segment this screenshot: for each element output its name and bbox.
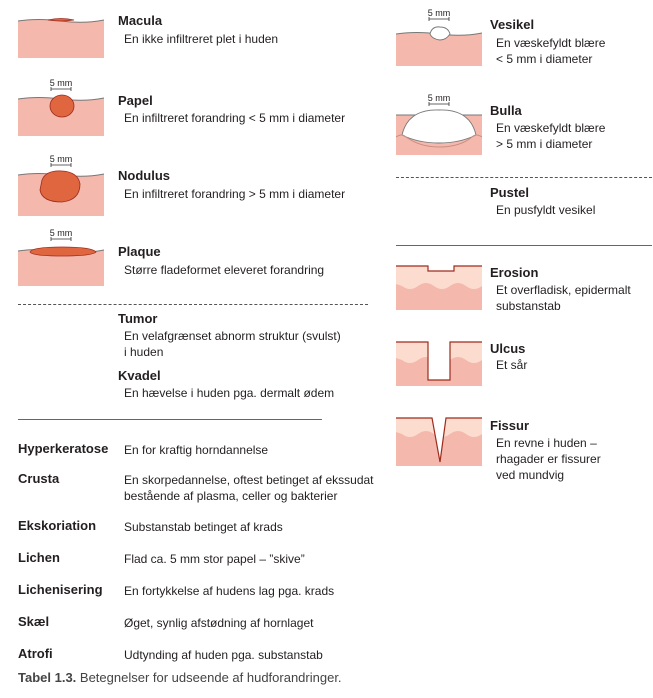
nodulus-desc: En infiltreret forandring > 5 mm i diame… (124, 187, 346, 201)
fissur-desc-line-3: ved mundvig (496, 468, 565, 482)
glossary-desc-hyperkeratose: En for kraftig horndannelse (124, 443, 269, 457)
erosion-desc-line-1: Et overfladisk, epidermalt (496, 283, 631, 297)
plaque-term: Plaque (118, 244, 161, 259)
right-solid-divider (396, 245, 652, 246)
left-dashed-divider (18, 304, 368, 305)
papel-term: Papel (118, 93, 153, 108)
nodulus-size-label: 5 mm (50, 154, 73, 164)
left-solid-divider (18, 419, 322, 420)
bulla-size-label: 5 mm (428, 93, 451, 103)
papel-illustration: 5 mm (18, 78, 104, 136)
fissur-illustration (396, 417, 482, 466)
glossary-term-atrofi: Atrofi (18, 646, 53, 661)
glossary-term-lichenisering: Lichenisering (18, 582, 103, 597)
plaque-illustration: 5 mm (18, 228, 104, 286)
vesikel-illustration: 5 mm (396, 8, 482, 66)
plaque-size-label: 5 mm (50, 228, 73, 238)
bulla-desc-line-1: En væskefyldt blære (496, 121, 606, 135)
nodulus-illustration: 5 mm (18, 154, 104, 216)
vesikel-size-label: 5 mm (428, 8, 451, 18)
glossary-desc-atrofi: Udtynding af huden pga. substanstab (124, 648, 323, 662)
table-caption-text: Betegnelser for udseende af hudforandrin… (76, 670, 342, 685)
glossary-term-skael: Skæl (18, 614, 50, 629)
fissur-desc-line-2: rhagader er fissurer (496, 452, 601, 466)
bulla-desc-line-2: > 5 mm i diameter (496, 137, 593, 151)
glossary-desc-lichen: Flad ca. 5 mm stor papel – ”skive” (124, 552, 305, 566)
plaque-desc: Større fladeformet eleveret forandring (124, 263, 325, 277)
table-caption: Tabel 1.3. Betegnelser for udseende af h… (18, 670, 342, 685)
pustel-term: Pustel (490, 185, 530, 200)
tumor-term: Tumor (118, 311, 158, 326)
macula-desc: En ikke infiltreret plet i huden (124, 32, 279, 46)
glossary-term-lichen: Lichen (18, 550, 60, 565)
vesikel-term: Vesikel (490, 17, 535, 32)
papel-size-label: 5 mm (50, 78, 73, 88)
papel-desc: En infiltreret forandring < 5 mm i diame… (124, 111, 346, 125)
erosion-desc-line-2: substanstab (496, 299, 561, 313)
erosion-illustration (396, 262, 482, 310)
vesikel-desc-line-2: < 5 mm i diameter (496, 52, 593, 66)
kvadel-term: Kvadel (118, 368, 161, 383)
bulla-illustration: 5 mm (396, 93, 482, 155)
tumor-desc-line-1: En velafgrænset abnorm struktur (svulst) (124, 329, 341, 343)
glossary-desc-ekskoriation: Substanstab betinget af krads (124, 520, 283, 534)
tumor-desc-line-2: i huden (124, 345, 164, 359)
macula-illustration (18, 16, 104, 58)
erosion-term: Erosion (490, 265, 539, 280)
fissur-term: Fissur (490, 418, 530, 433)
ulcus-illustration (396, 341, 482, 386)
bulla-term: Bulla (490, 103, 522, 118)
fissur-desc-line-1: En revne i huden – (496, 436, 597, 450)
vesikel-desc-line-1: En væskefyldt blære (496, 36, 606, 50)
table-caption-label: Tabel 1.3. (18, 670, 77, 685)
glossary-term-hyperkeratose: Hyperkeratose (18, 441, 109, 456)
ulcus-desc: Et sår (496, 358, 528, 372)
ulcus-term: Ulcus (490, 341, 526, 356)
glossary-desc-skael: Øget, synlig afstødning af hornlaget (124, 616, 314, 630)
pustel-desc: En pusfyldt vesikel (496, 203, 596, 217)
kvadel-desc: En hævelse i huden pga. dermalt ødem (124, 386, 335, 400)
glossary-term-crusta: Crusta (18, 471, 60, 486)
glossary-term-ekskoriation: Ekskoriation (18, 518, 97, 533)
nodulus-term: Nodulus (118, 168, 170, 183)
glossary-desc-lichenisering: En fortykkelse af hudens lag pga. krads (124, 584, 335, 598)
glossary-desc-crusta: En skorpedannelse, oftest betinget af ek… (124, 473, 374, 503)
macula-term: Macula (118, 13, 163, 28)
right-dashed-divider (396, 177, 652, 178)
